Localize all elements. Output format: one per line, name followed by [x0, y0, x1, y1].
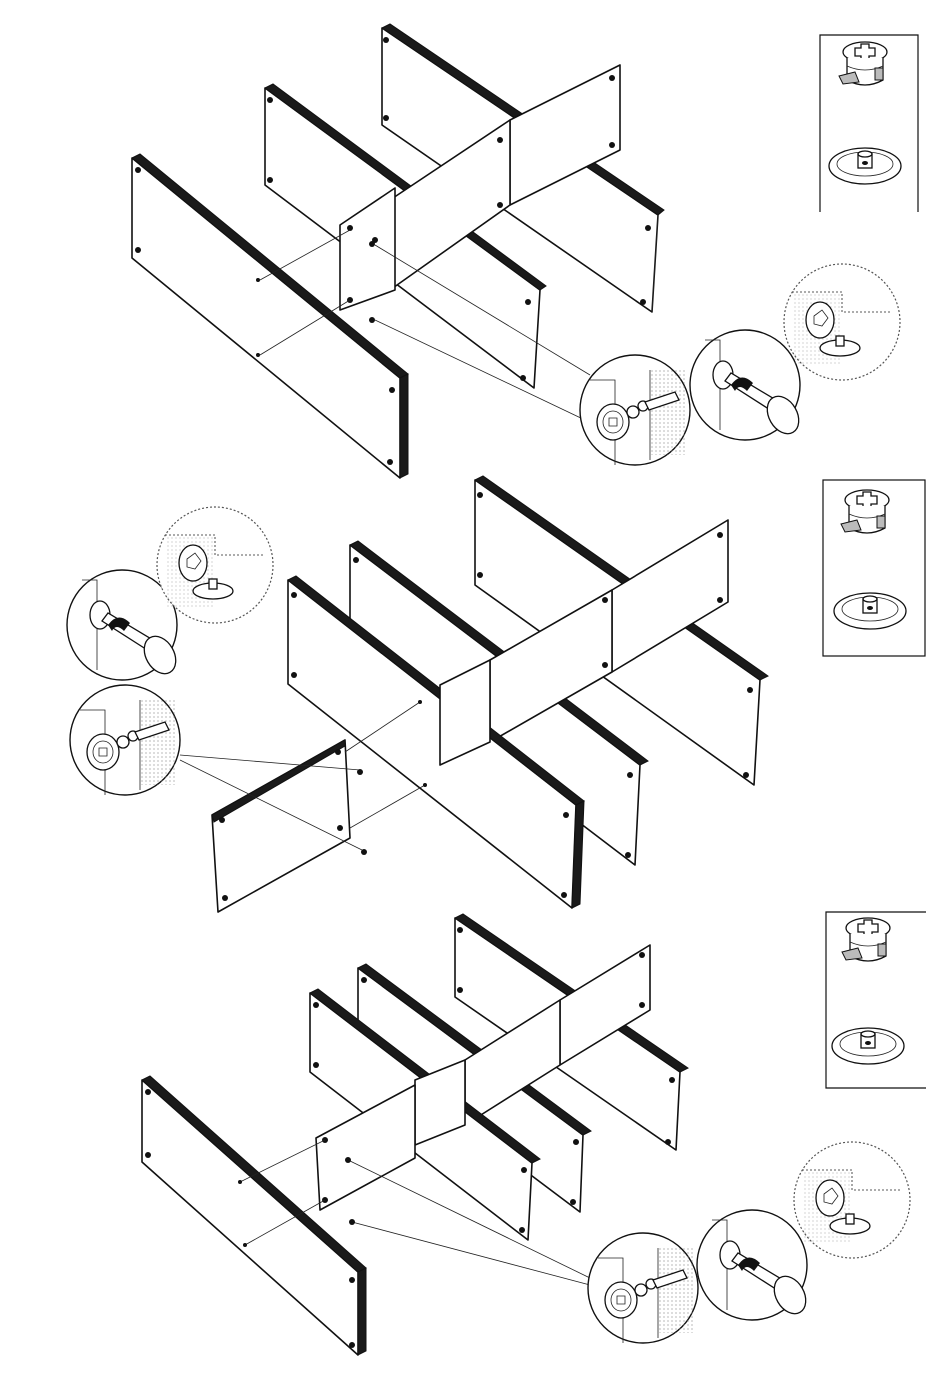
legend-box-2: [823, 480, 925, 656]
step-2-insert-detail: [70, 685, 180, 795]
step-1-insert-detail: [580, 355, 690, 465]
step-2-tightened-detail: [157, 507, 273, 623]
legend-box-3: [826, 912, 926, 1088]
step-1-tightened-detail: [784, 264, 900, 380]
step-2-end-panel: [212, 740, 350, 912]
cam-lock-base-disc-icon: [829, 148, 901, 184]
legend-box-1: [820, 35, 918, 212]
cam-lock-base-disc-icon: [832, 1028, 904, 1064]
step-3-front-panel: [142, 1076, 366, 1355]
step-3-insert-detail: [588, 1233, 698, 1343]
step-1-driver-detail: [690, 330, 805, 440]
step-3-driver-detail: [697, 1210, 812, 1320]
step-3-assembly: [142, 914, 910, 1355]
cam-lock-base-disc-icon: [834, 593, 906, 629]
step-3-tightened-detail: [794, 1142, 910, 1258]
step-1-assembly: [132, 24, 900, 478]
step-2-assembly: [67, 476, 768, 912]
